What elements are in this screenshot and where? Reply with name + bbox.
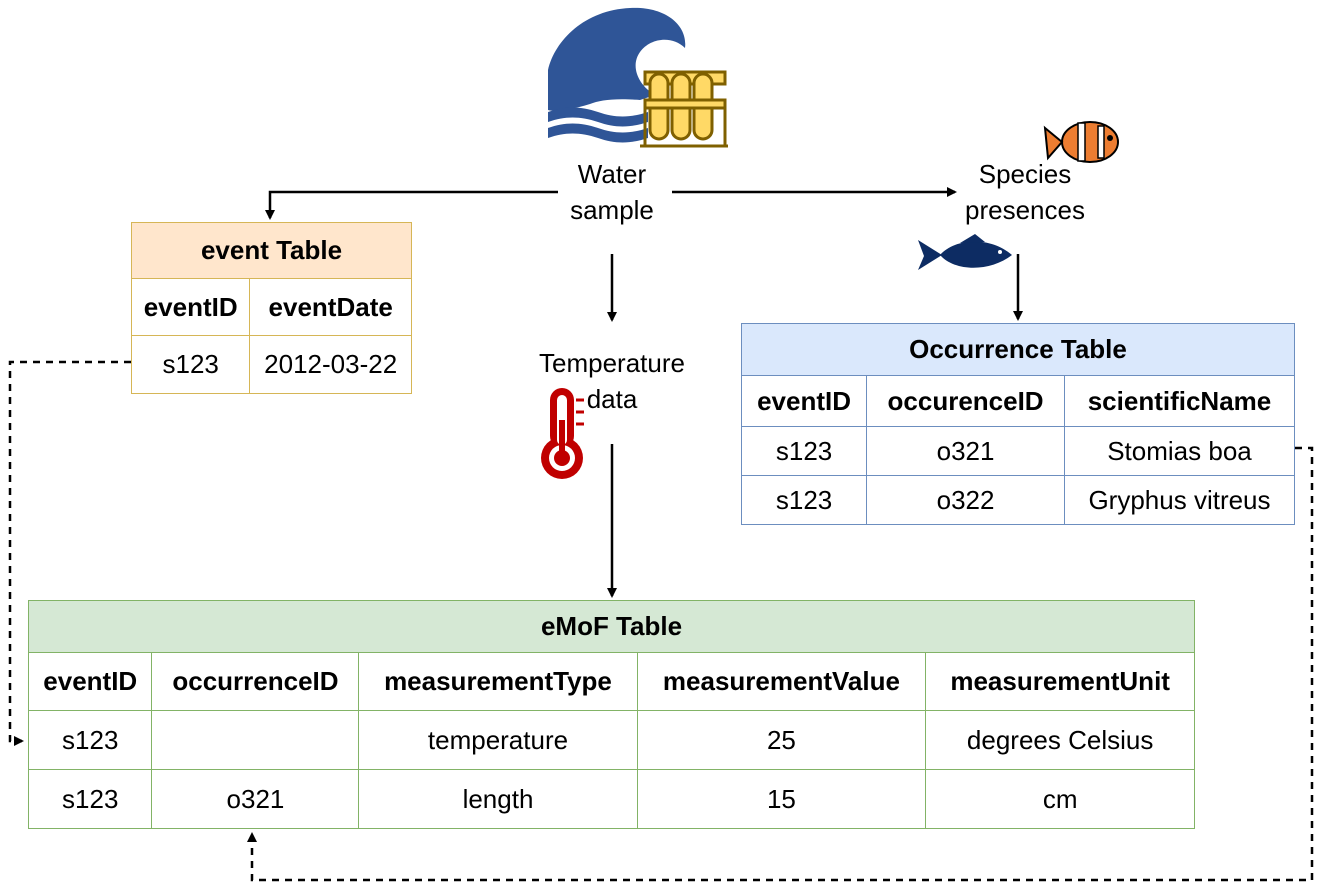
table-cell: 2012-03-22	[249, 335, 412, 394]
column-header: eventDate	[249, 278, 412, 336]
arrow-water-to-event	[265, 190, 558, 220]
table-row: s123 o321 Stomias boa	[740, 426, 1296, 476]
table-cell: degrees Celsius	[925, 710, 1195, 770]
table-cell: o321	[866, 426, 1065, 476]
table-cell: 15	[636, 769, 927, 829]
column-header: measurementType	[358, 652, 638, 711]
table-row: s123 2012-03-22	[130, 335, 412, 394]
column-header: measurementValue	[636, 652, 927, 711]
table-row: s123 temperature 25 degrees Celsius	[27, 710, 1195, 770]
table-row: s123 o322 Gryphus vitreus	[740, 475, 1296, 525]
column-header: eventID	[740, 375, 868, 427]
table-cell: o322	[866, 475, 1065, 525]
fish-icon	[918, 234, 1012, 270]
event-table: event Table eventID eventDate s123 2012-…	[130, 222, 412, 394]
table-cell: cm	[925, 769, 1195, 829]
column-header: eventID	[27, 652, 153, 711]
table-cell: s123	[740, 475, 868, 525]
emof-table-title: eMoF Table	[28, 600, 1195, 653]
table-cell: s123	[130, 335, 251, 394]
table-cell	[151, 710, 360, 770]
table-cell: length	[358, 769, 638, 829]
column-header: occurenceID	[866, 375, 1065, 427]
table-cell: temperature	[358, 710, 638, 770]
clownfish-icon	[1043, 121, 1119, 163]
table-cell: s123	[27, 769, 153, 829]
test-tubes-icon	[640, 70, 728, 148]
occurrence-table-title: Occurrence Table	[741, 323, 1295, 376]
column-header: scientificName	[1063, 375, 1296, 427]
thermometer-icon	[541, 388, 584, 479]
table-cell: o321	[151, 769, 360, 829]
column-header: occurrenceID	[151, 652, 360, 711]
event-table-title: event Table	[131, 222, 412, 279]
table-cell: Stomias boa	[1063, 426, 1296, 476]
table-cell: s123	[740, 426, 868, 476]
table-cell: Gryphus vitreus	[1063, 475, 1296, 525]
emof-table: eMoF Table eventID occurrenceID measurem…	[27, 600, 1195, 829]
column-header: eventID	[130, 278, 251, 336]
link-occurrence-to-emof	[247, 446, 1314, 882]
column-header: measurementUnit	[925, 652, 1195, 711]
table-cell: 25	[636, 710, 927, 770]
wave-icon	[548, 7, 686, 143]
table-cell: s123	[27, 710, 153, 770]
occurrence-table: Occurrence Table eventID occurenceID sci…	[740, 323, 1296, 525]
table-row: s123 o321 length 15 cm	[27, 769, 1195, 829]
